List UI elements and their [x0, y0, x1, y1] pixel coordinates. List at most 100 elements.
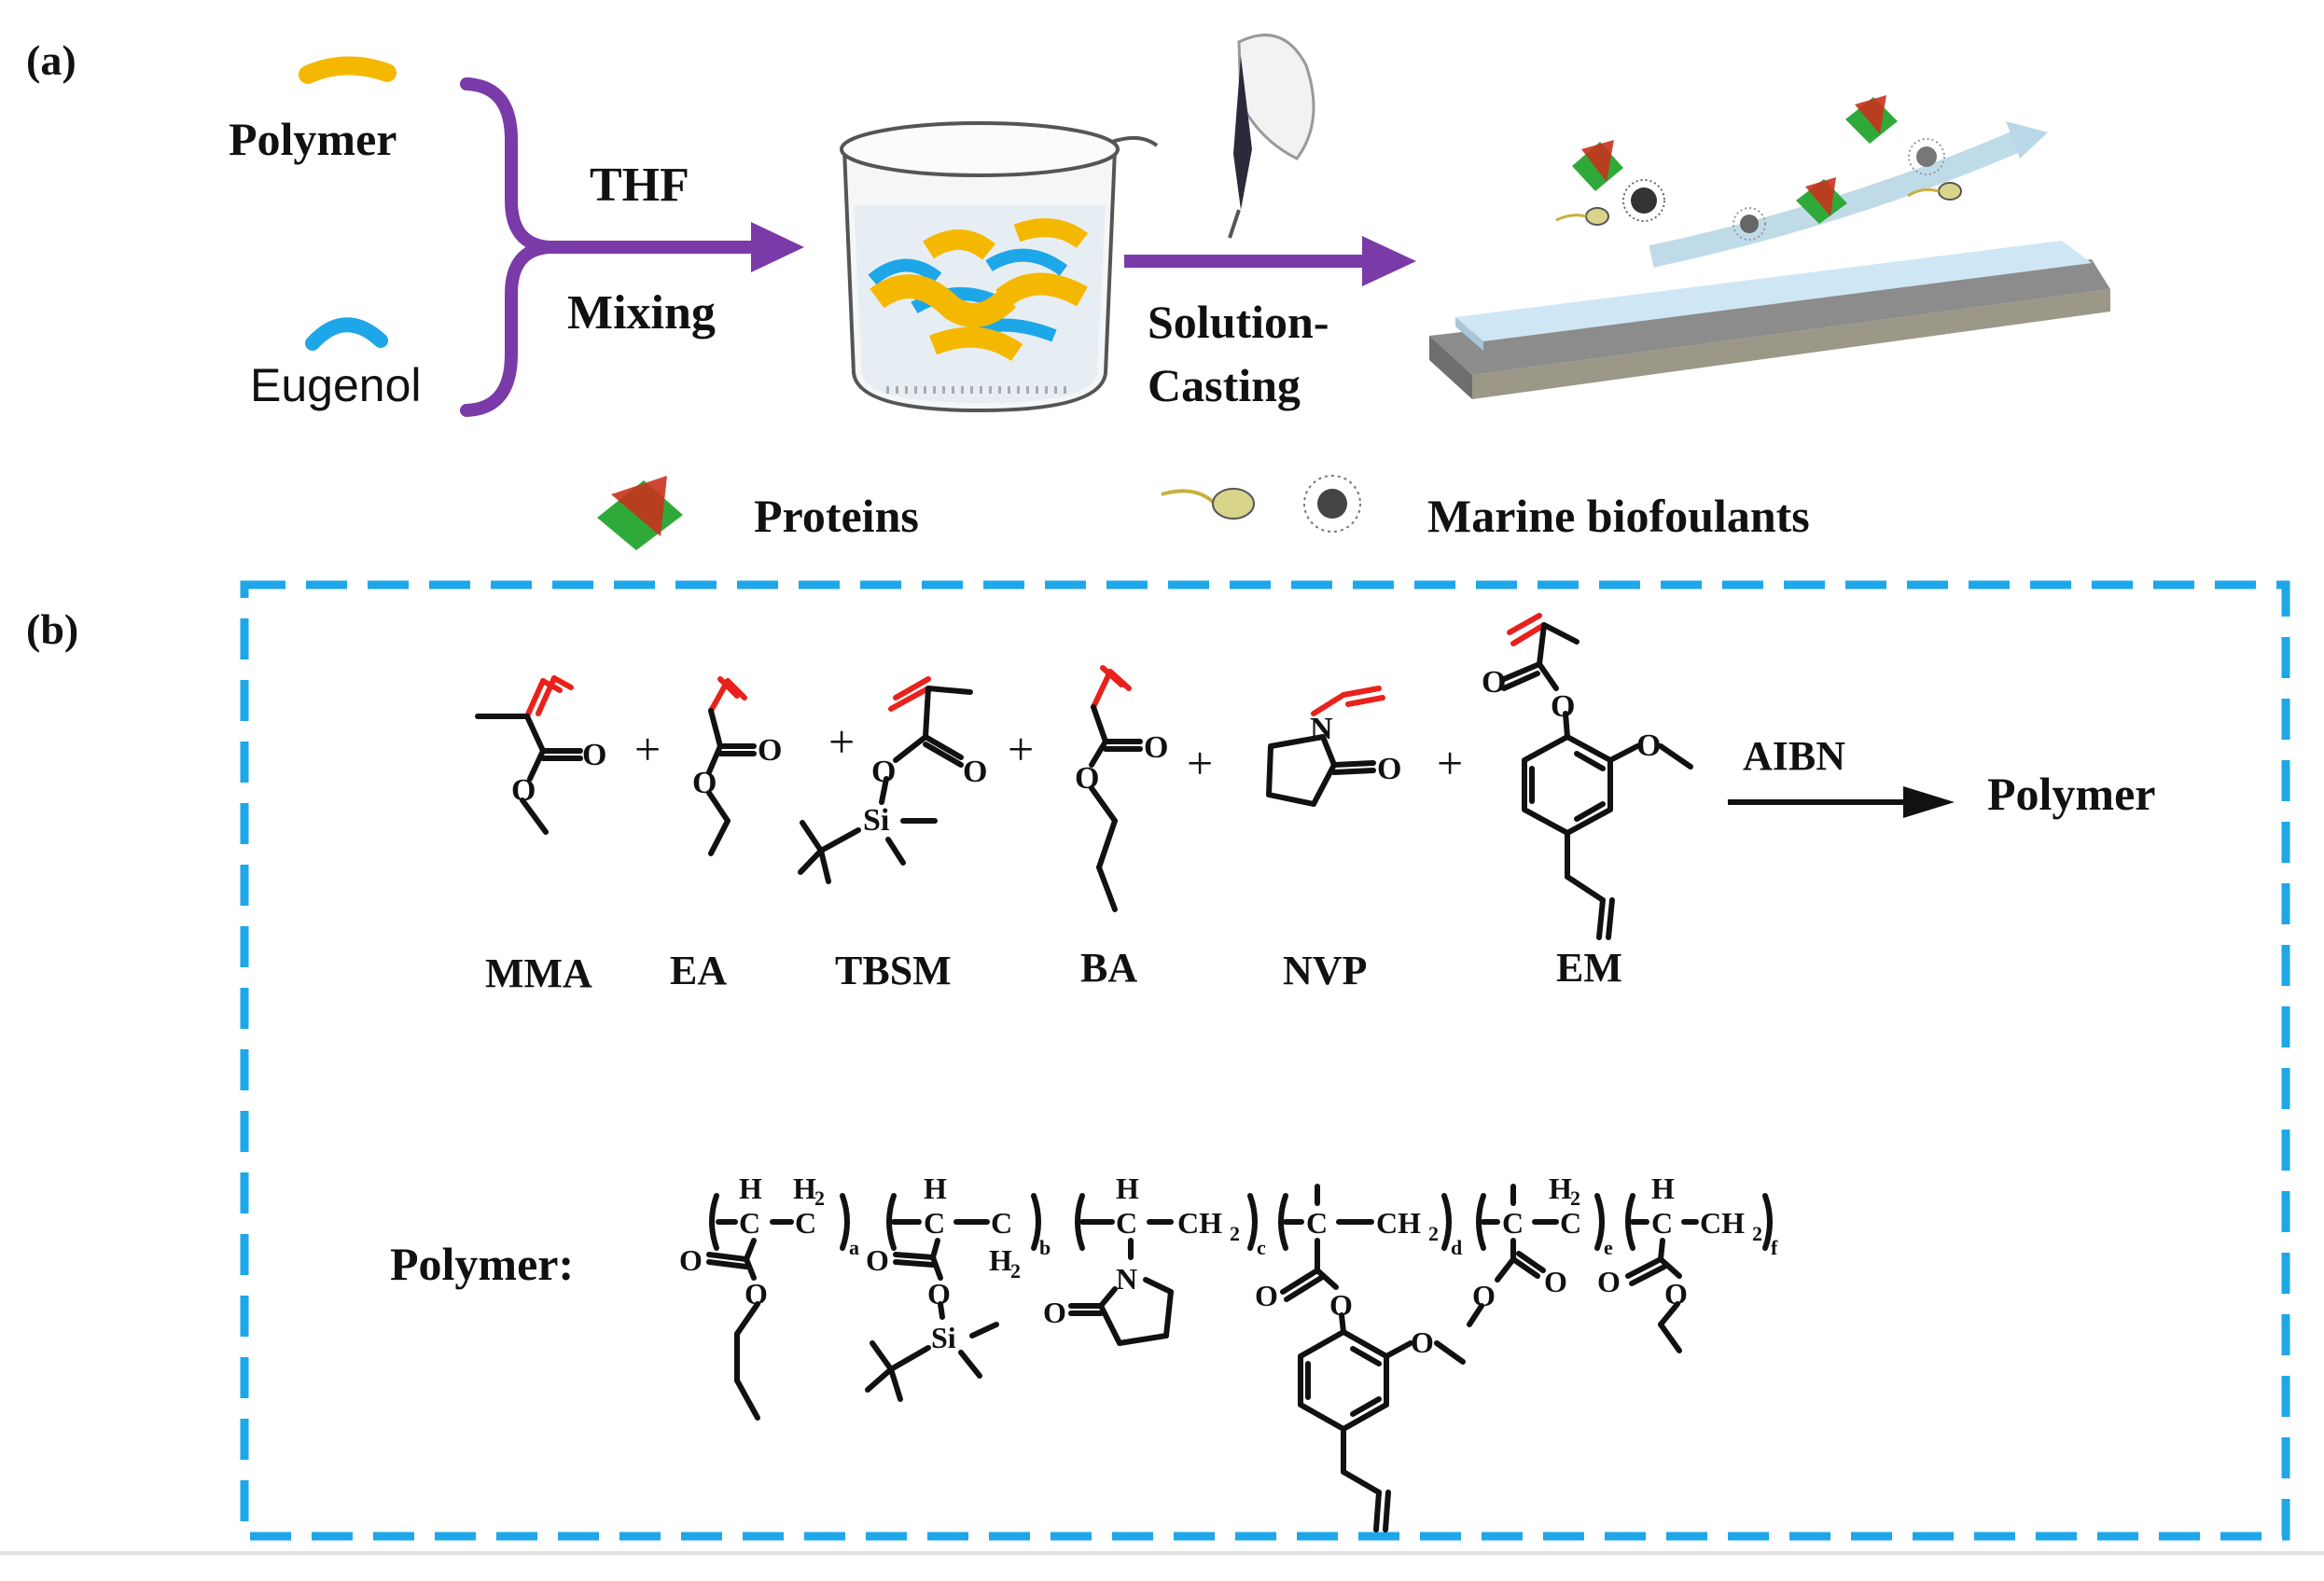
plus-3: + [1008, 723, 1034, 775]
ea-carbonyl-o: O [758, 733, 782, 768]
mma-ester-o: O [511, 773, 536, 808]
unit-e-methyl-ester [1467, 1238, 1546, 1327]
poly-f-o1: O [1597, 1265, 1621, 1298]
nvp-structure [1266, 686, 1385, 807]
ea-structure [706, 676, 757, 856]
poly-b-o1: O [866, 1243, 889, 1277]
pipette-icon [1228, 34, 1315, 239]
ba-structure [1089, 665, 1143, 912]
polymer-backbone-bonds [716, 1184, 1699, 1225]
poly-f-o2: O [1664, 1277, 1688, 1311]
sub-2-f: 2 [1752, 1222, 1762, 1245]
plus-5: + [1437, 737, 1463, 789]
poly-e-c2: C [1560, 1206, 1581, 1240]
poly-a-h2: H [793, 1172, 816, 1205]
unit-d-eugenyl-ester [1280, 1238, 1466, 1532]
reaction-arrow-head [1903, 786, 1955, 818]
poly-d-c: C [1306, 1206, 1328, 1240]
subscript-b: b [1039, 1236, 1051, 1259]
unit-b-silyl-ester [865, 1238, 999, 1402]
monomer-label-tbsm: TBSM [835, 948, 952, 993]
polymer-structure-label: Polymer: [390, 1238, 574, 1290]
unit-f-ethyl-ester [1625, 1238, 1682, 1353]
combine-brace [460, 77, 550, 417]
em-ester-o: O [1551, 689, 1575, 724]
biofoulants-legend-label: Marine biofoulants [1427, 490, 1810, 542]
subscript-f: f [1771, 1236, 1778, 1259]
tbsm-carbonyl-o: O [963, 755, 987, 789]
subscript-e: e [1604, 1236, 1613, 1259]
poly-c-n: N [1116, 1262, 1137, 1296]
poly-d-o2: O [1329, 1288, 1353, 1322]
poly-a-o2: O [745, 1277, 768, 1311]
product-label: Polymer [1987, 768, 2155, 820]
nvp-carbonyl-o: O [1377, 752, 1401, 786]
monomer-label-em: EM [1556, 945, 1622, 991]
poly-e-h2: H [1549, 1172, 1572, 1205]
unit-c-pyrrolidone [1068, 1238, 1174, 1346]
coated-substrate-icon [1429, 121, 2110, 399]
panel-b-frame [240, 580, 2290, 1541]
monomer-label-ba: BA [1080, 945, 1137, 991]
poly-f-h: H [1651, 1172, 1675, 1205]
poly-c-o: O [1043, 1296, 1066, 1329]
tbsm-structure [798, 676, 973, 884]
poly-a-o1: O [679, 1243, 703, 1277]
poly-a-h: H [739, 1172, 762, 1205]
monomer-label-mma: MMA [485, 950, 592, 996]
poly-b-h2: H [989, 1243, 1012, 1277]
poly-f-c: C [1651, 1206, 1673, 1240]
polymer-input-label: Polymer [229, 113, 397, 165]
mma-structure [475, 675, 583, 835]
subscript-a: a [849, 1236, 859, 1259]
plus-1: + [634, 723, 661, 775]
poly-c-h: H [1116, 1172, 1139, 1205]
poly-b-h: H [924, 1172, 947, 1205]
poly-b-o2: O [927, 1277, 951, 1311]
poly-c-ch2: CH [1177, 1206, 1222, 1240]
panel-a-label: (a) [26, 36, 77, 84]
panel-b-label: (b) [26, 605, 78, 653]
sub-2-d: 2 [1428, 1222, 1439, 1245]
poly-b-c2: C [991, 1206, 1012, 1240]
beaker-icon [840, 121, 1159, 413]
sub-2-b: 2 [1010, 1259, 1021, 1283]
polymer-strand-icon [299, 56, 397, 84]
ba-ester-o: O [1075, 761, 1099, 796]
subscript-d: d [1451, 1236, 1462, 1259]
poly-e-o1: O [1544, 1265, 1567, 1298]
mixing-label: Mixing [567, 286, 716, 340]
casting-arrow-head [1362, 236, 1416, 286]
tbsm-si: Si [863, 803, 889, 838]
poly-a-c1: C [739, 1206, 760, 1240]
aibn-label: AIBN [1743, 733, 1845, 779]
subscript-c: c [1257, 1236, 1266, 1259]
eugenol-strand-icon [305, 317, 388, 351]
solution-label: Solution- [1148, 296, 1329, 348]
ba-carbonyl-o: O [1144, 730, 1168, 765]
em-structure [1501, 613, 1693, 940]
em-carbonyl-o: O [1482, 665, 1506, 700]
sub-2-c: 2 [1230, 1222, 1240, 1245]
plus-4: + [1187, 737, 1213, 789]
poly-d-o3: O [1411, 1325, 1434, 1359]
polymer-backbone-brackets [709, 1193, 1773, 1251]
poly-f-ch2: CH [1700, 1206, 1745, 1240]
poly-c-c: C [1116, 1206, 1137, 1240]
monomer-label-nvp: NVP [1283, 948, 1367, 993]
ea-ester-o: O [692, 766, 717, 800]
sub-2-e: 2 [1570, 1186, 1580, 1210]
casting-label: Casting [1148, 359, 1301, 411]
tbsm-ester-o: O [871, 755, 896, 789]
mixing-arrow-head [751, 222, 804, 272]
poly-e-c1: C [1502, 1206, 1524, 1240]
plus-2: + [828, 715, 855, 768]
poly-b-c1: C [924, 1206, 945, 1240]
biofoulants-legend-icon [1161, 475, 1361, 533]
poly-a-c2: C [795, 1206, 816, 1240]
monomer-label-ea: EA [670, 948, 727, 993]
mma-carbonyl-o: O [582, 738, 606, 772]
poly-d-o1: O [1255, 1279, 1278, 1312]
biofoulant-cluster-icon [1555, 138, 1962, 241]
